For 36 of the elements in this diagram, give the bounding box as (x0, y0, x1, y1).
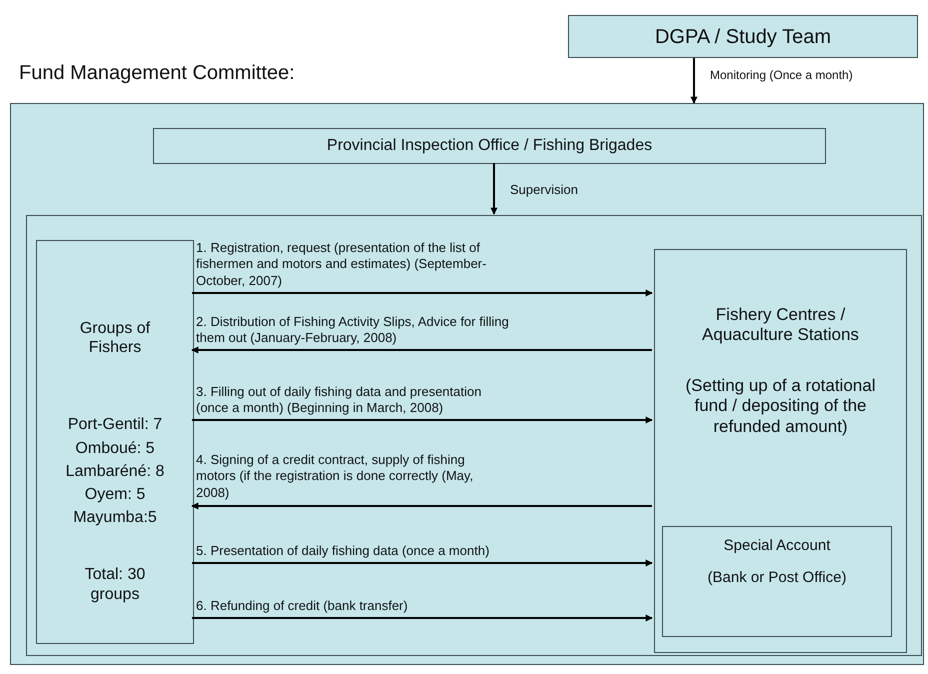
office-box (153, 128, 826, 164)
arrow (192, 416, 653, 424)
arrow (192, 290, 653, 296)
node-text: DGPA / Study Team (654, 24, 831, 48)
node-text: Omboué: 5 (75, 438, 155, 458)
edge-label: 2. Distribution of Fishing Activity Slips, Advice for filling them out (January-February, 2008) (196, 314, 510, 346)
node-text: (Setting up of a rotational fund / depositing of the refunded amount) (686, 376, 876, 437)
arrow (690, 58, 698, 104)
centres-box (654, 249, 907, 653)
node-text: Port-Gentil: 7 (68, 415, 162, 435)
node-text: Fishery Centres / Aquaculture Stations (701, 305, 860, 346)
edge-label: Supervision (510, 182, 579, 198)
inner-panel (26, 215, 922, 656)
node-text: Total: 30 groups (84, 565, 146, 604)
edge-label: Monitoring (Once a month) (710, 68, 854, 83)
node-text: Special Account (724, 537, 830, 555)
arrow (192, 560, 653, 566)
edge-label: 3. Filling out of daily fishing data and presentation (once a month) (Beginning in March, 2008) (196, 384, 482, 416)
committee-heading: Fund Management Committee: (19, 62, 295, 85)
edge-label: 5. Presentation of daily fishing data (once a month) (196, 543, 490, 560)
arrow (191, 346, 652, 354)
edge-label: 1. Registration, request (presentation of the list of fishermen and motors and estimates) (September-October, 2007) (196, 240, 488, 289)
arrow (490, 163, 498, 215)
node-text: Provincial Inspection Office / Fishing Brigades (326, 136, 652, 156)
arrow (191, 502, 652, 510)
edge-label: 4. Signing of a credit contract, supply of fishing motors (if the registration is done correctly (May, 2008) (196, 452, 474, 501)
node-text: Lambaréné: 8 (66, 462, 164, 481)
groups-box (36, 240, 194, 644)
node-text: Groups of Fishers (78, 319, 152, 358)
node-text: Mayumba:5 (73, 508, 157, 528)
node-text: Oyem: 5 (84, 484, 146, 504)
team-box (568, 15, 918, 58)
edge-label: 6. Refunding of credit (bank transfer) (196, 598, 409, 614)
account-box (662, 526, 892, 637)
node-text: (Bank or Post Office) (708, 569, 846, 587)
arrow (192, 614, 653, 622)
